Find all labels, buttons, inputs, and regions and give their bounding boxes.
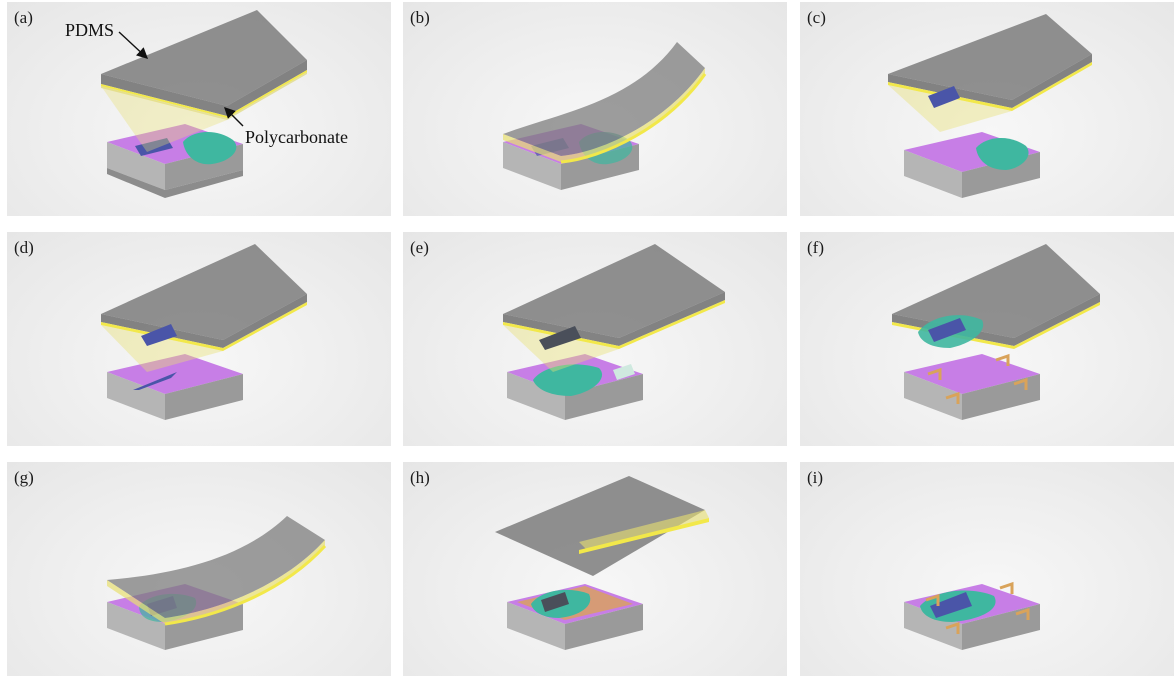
panel-label: (a): [14, 8, 33, 27]
panel-d-illustration: [101, 244, 307, 420]
annotation-arrows: [118, 31, 244, 127]
pdms-block: [503, 244, 725, 338]
flake-blue: [135, 138, 173, 156]
panel-d: (d): [7, 232, 391, 446]
panel-c-illustration: [888, 14, 1092, 198]
pdms-block: [888, 14, 1092, 100]
panel-label: (h): [410, 468, 430, 487]
panel-f: (f): [800, 232, 1174, 446]
pdms-block: [101, 244, 307, 340]
panel-b: (b): [403, 2, 787, 216]
panel-g: (g): [7, 462, 391, 676]
substrate-side-left: [107, 142, 165, 190]
panel-a-illustration: [101, 10, 307, 198]
panel-label: (i): [807, 468, 824, 487]
panel-f-illustration: [892, 244, 1100, 420]
panel-label: (c): [807, 8, 826, 27]
pdms-block: [495, 476, 705, 576]
polycarbonate-film: [579, 510, 709, 550]
flake-on-stamp: [141, 324, 177, 346]
pdms-block: [101, 10, 307, 106]
panel-e-illustration: [503, 244, 725, 420]
panel-e: (e): [403, 232, 787, 446]
panel-label: (e): [410, 238, 429, 257]
polycarbonate-label: Polycarbonate: [245, 127, 348, 147]
pdms-block: [503, 42, 705, 156]
pdms-block: [107, 516, 325, 618]
polycarbonate-edge: [101, 70, 307, 118]
panel-a: (a) PDMS Polycarbonate: [7, 2, 391, 216]
pdms-label: PDMS: [65, 20, 115, 40]
panel-i-illustration: [904, 581, 1040, 650]
panel-label: (b): [410, 8, 430, 27]
polycarbonate-arrow-icon: [224, 107, 244, 127]
panel-h-illustration: [495, 476, 709, 650]
pdms-block: [892, 244, 1100, 338]
panel-h: (h): [403, 462, 787, 676]
panel-c: (c): [800, 2, 1174, 216]
panel-i: (i): [800, 462, 1174, 676]
pdms-arrow-icon: [118, 31, 149, 59]
flake-blue: [928, 86, 960, 108]
flake-on-stamp: [539, 326, 581, 350]
flake-green: [183, 131, 237, 165]
panel-label: (d): [14, 238, 34, 257]
panel-label: (f): [807, 238, 824, 257]
flake-blue: [133, 372, 177, 390]
panel-label: (g): [14, 468, 34, 487]
panel-b-illustration: [503, 42, 707, 190]
panel-g-illustration: [107, 516, 327, 650]
